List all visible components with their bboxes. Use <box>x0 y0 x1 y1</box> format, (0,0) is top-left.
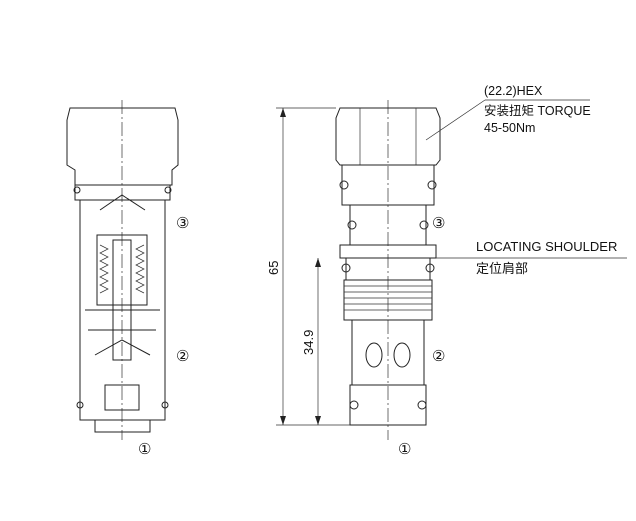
dimension-lines <box>276 99 627 426</box>
external-view <box>335 100 441 440</box>
overall-length-dimension: 65 <box>266 261 281 275</box>
section-view <box>66 100 179 440</box>
port-1-label-right: ① <box>398 441 411 458</box>
torque-label: 安装扭矩 TORQUE <box>484 103 591 118</box>
torque-value: 45-50Nm <box>484 121 535 135</box>
port-1-label-left: ① <box>138 441 151 458</box>
port-2-label-left: ② <box>176 348 189 365</box>
locating-shoulder-label: LOCATING SHOULDER <box>476 239 617 254</box>
port-3-label-left: ③ <box>176 215 189 232</box>
section-port-labels: ③ ② ① <box>138 215 189 458</box>
annotations: (22.2)HEX 安装扭矩 TORQUE 45-50Nm LOCATING S… <box>398 84 617 458</box>
locating-shoulder-cn-label: 定位肩部 <box>476 261 528 276</box>
hex-size-label: (22.2)HEX <box>484 84 543 98</box>
port-2-label-right: ② <box>432 348 445 365</box>
port-3-label-right: ③ <box>432 215 445 232</box>
shoulder-length-dimension: 34.9 <box>301 330 316 355</box>
